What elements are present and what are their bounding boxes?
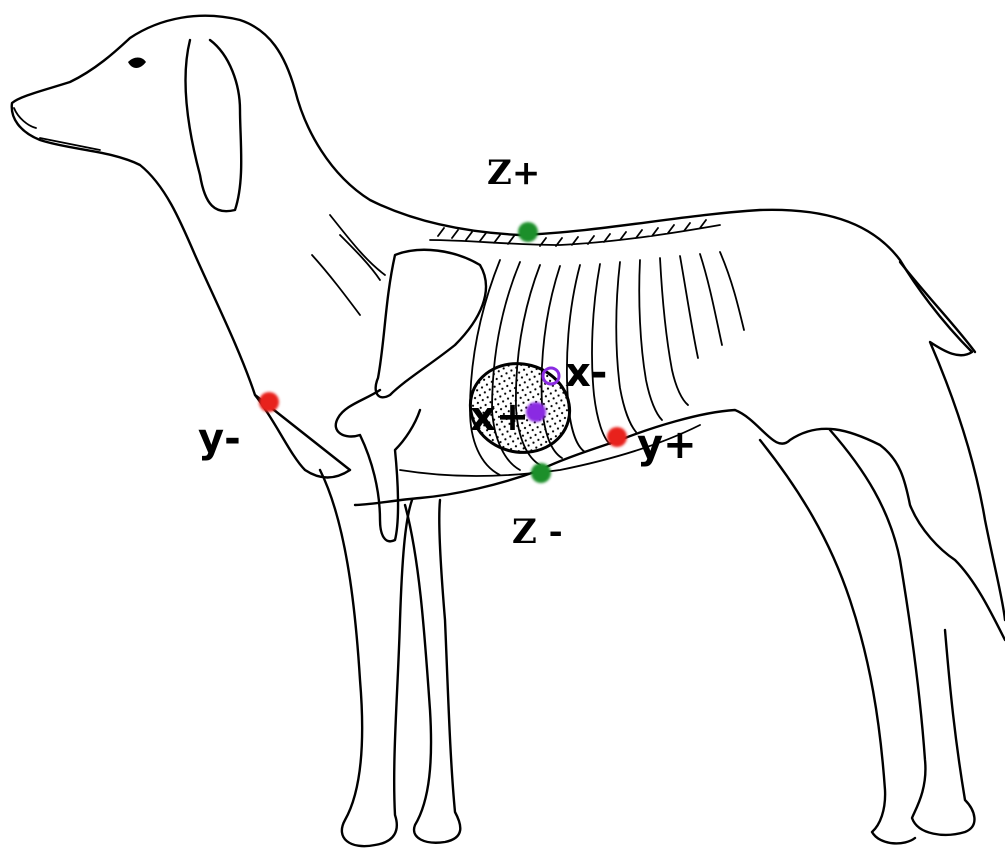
tail [900,262,975,352]
spine [430,220,720,246]
label-z-minus: Z - [512,512,563,552]
electrode-y-minus [259,392,279,412]
label-x-plus: x+ [470,394,529,440]
hind-leg-far [760,440,915,843]
label-y-minus: y- [198,416,241,462]
electrode-z-plus [518,222,538,242]
cervical-lines [312,215,385,315]
label-y-plus: y+ [637,422,697,468]
ear [185,40,241,211]
body-contour [12,16,1005,640]
label-z-plus: Z+ [487,153,540,193]
hind-leg-near [830,430,974,835]
electrode-z-minus [531,463,551,483]
axis-labels: Z+ Z - y- y+ x- x+ [198,153,697,552]
electrode-y-plus [607,427,627,447]
eye [128,58,146,69]
front-leg-far [405,500,460,843]
scapula [376,250,486,397]
label-x-minus: x- [565,350,607,396]
